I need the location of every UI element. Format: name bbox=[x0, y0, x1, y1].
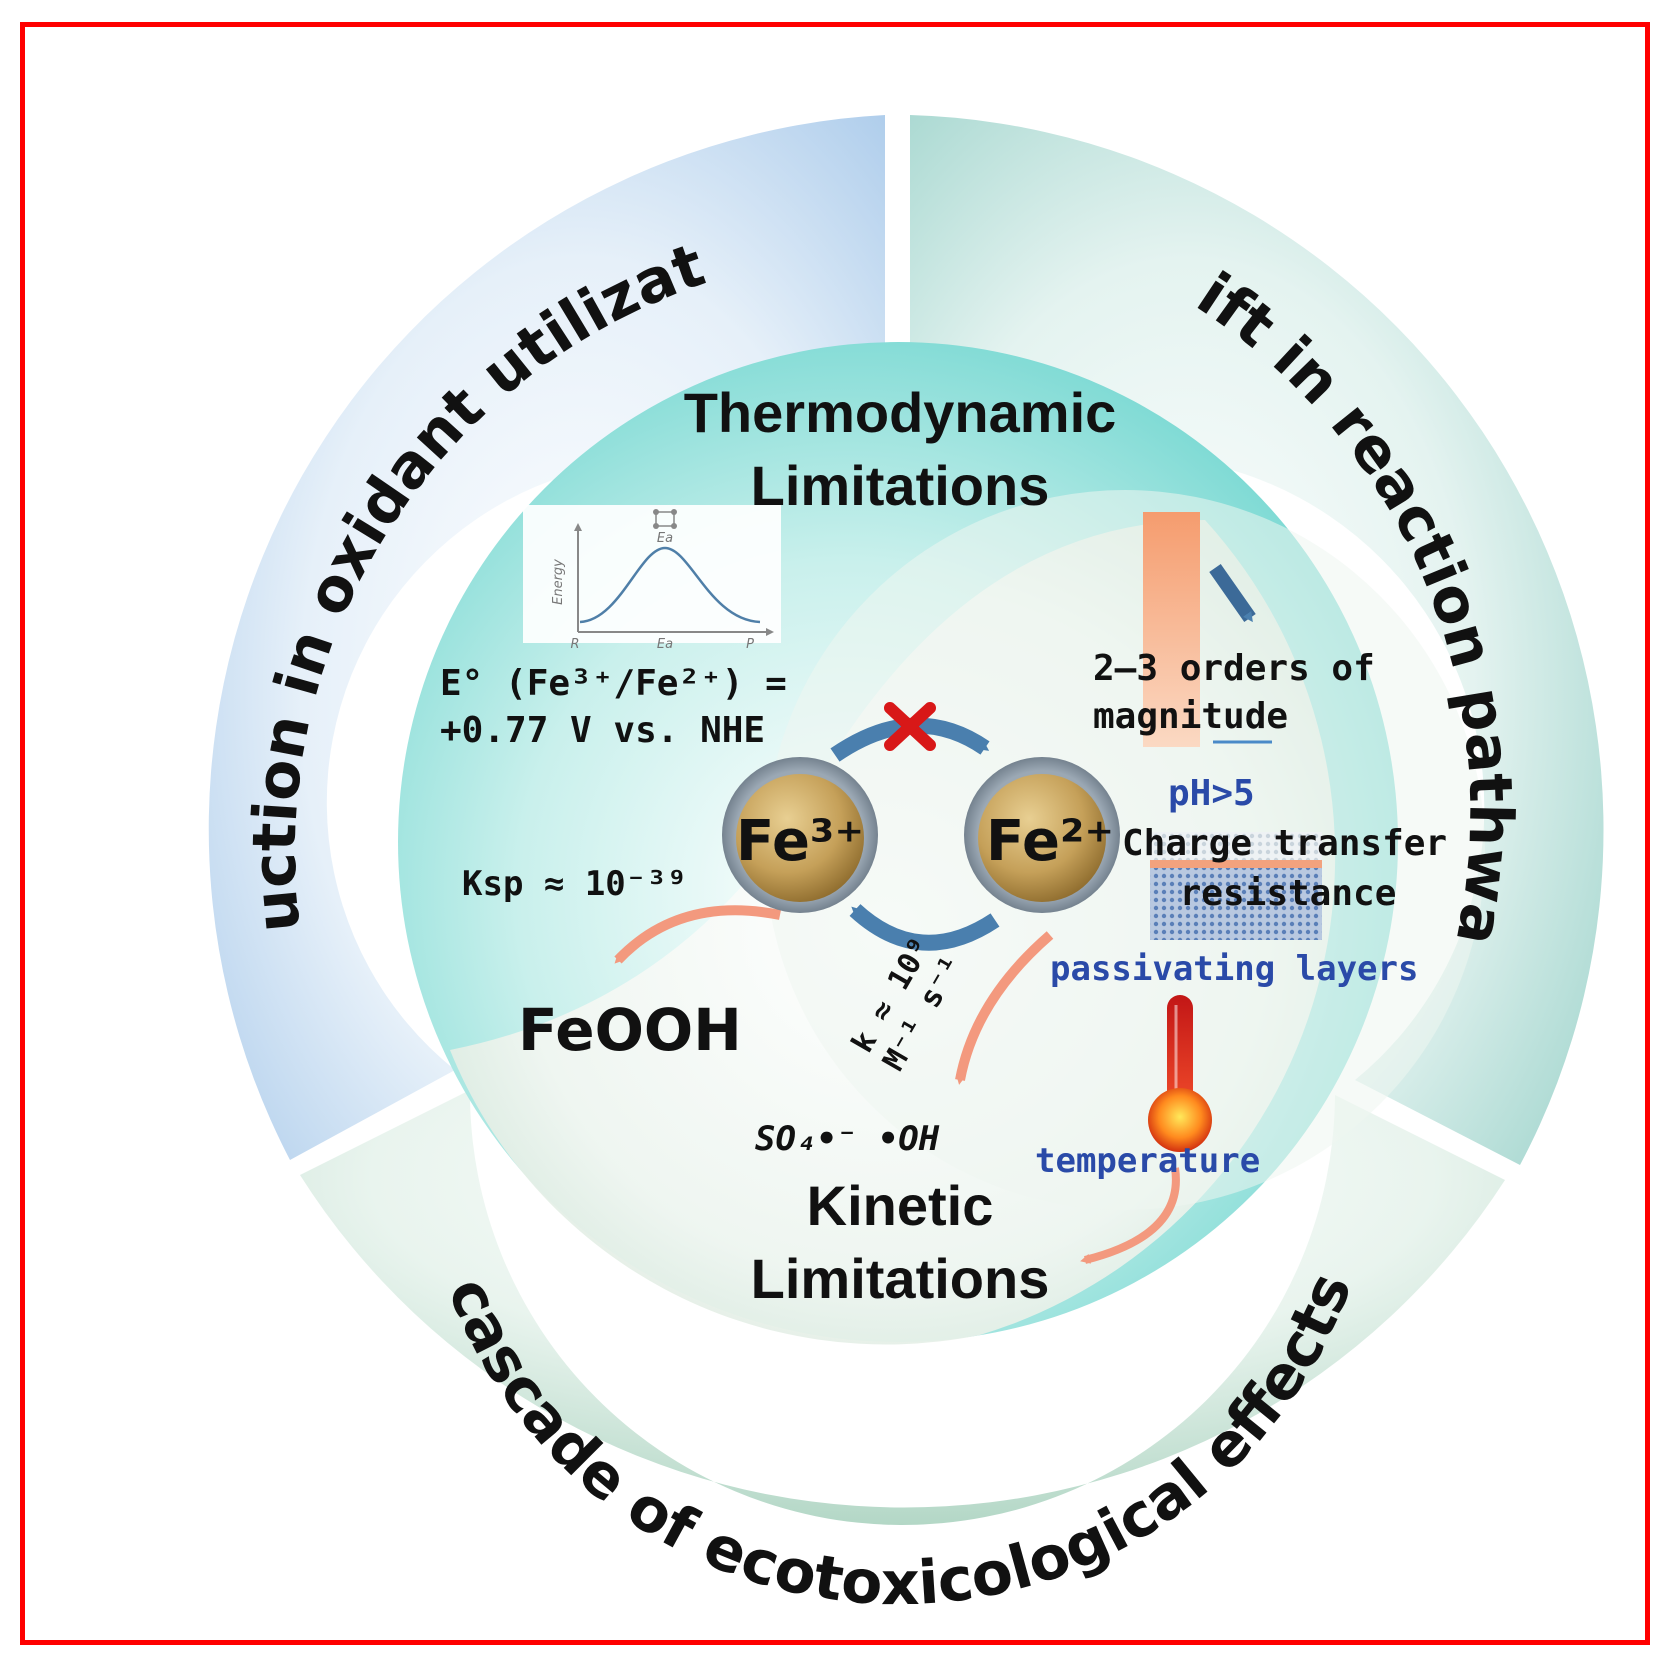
energy-x-start: R bbox=[570, 637, 579, 652]
orders-line2: magnitude bbox=[1093, 696, 1288, 737]
charge-line2: resistance bbox=[1180, 873, 1397, 914]
fe2-particle: Fe²⁺ bbox=[964, 757, 1120, 913]
energy-diagram: Energy Ea R Ea P bbox=[523, 505, 781, 652]
thermo-title-line1: Thermodynamic bbox=[684, 381, 1117, 444]
potential-line1: E° (Fe³⁺/Fe²⁺) = bbox=[440, 663, 787, 704]
ring-sector-right bbox=[910, 115, 1604, 1165]
potential-line2: +0.77 V vs. NHE bbox=[440, 710, 765, 751]
energy-x-mid: Ea bbox=[657, 637, 673, 652]
fe2-label: Fe²⁺ bbox=[986, 809, 1114, 874]
thermometer-icon bbox=[1148, 995, 1212, 1152]
thermo-title-line2: Limitations bbox=[751, 454, 1050, 517]
fe3-label: Fe³⁺ bbox=[736, 809, 864, 874]
arrow-orders-down-icon bbox=[1209, 563, 1256, 623]
orders-line1: 2–3 orders of bbox=[1093, 648, 1375, 689]
orange-bar bbox=[1143, 512, 1200, 747]
passivating-label: passivating layers bbox=[1050, 949, 1418, 989]
ring-sector-bottom bbox=[300, 1090, 1505, 1526]
feooh-label: FeOOH bbox=[518, 996, 742, 1064]
arrow-fe2-to-fe3 bbox=[849, 904, 1000, 951]
kinetic-disc bbox=[765, 490, 1485, 1210]
blocked-cross-icon bbox=[884, 702, 936, 751]
charge-line1: Charge transfer bbox=[1122, 823, 1447, 864]
energy-x-end: P bbox=[746, 637, 754, 652]
arrow-to-feooh bbox=[614, 905, 781, 964]
energy-ylabel: Energy bbox=[551, 559, 566, 605]
temperature-label: temperature bbox=[1035, 1141, 1260, 1181]
energy-peak-label: Ea bbox=[657, 531, 673, 546]
arrow-temperature-to-kinetic bbox=[1080, 1167, 1180, 1264]
ksp-value: Ksp ≈ 10⁻³⁹ bbox=[462, 864, 687, 904]
fe3-particle: Fe³⁺ bbox=[722, 757, 878, 913]
molecule-icon bbox=[653, 509, 677, 529]
ph-label: pH>5 bbox=[1168, 773, 1255, 814]
passivating-layer-image bbox=[1150, 832, 1322, 940]
radicals-label: SO₄•⁻ •OH bbox=[755, 1119, 940, 1159]
kinetic-title-line2: Limitations bbox=[751, 1247, 1050, 1310]
arrow-to-radicals bbox=[955, 931, 1054, 1085]
kinetic-title-line1: Kinetic bbox=[807, 1174, 994, 1237]
ring-sector-left bbox=[208, 115, 885, 1160]
figure-border bbox=[20, 22, 1650, 1645]
